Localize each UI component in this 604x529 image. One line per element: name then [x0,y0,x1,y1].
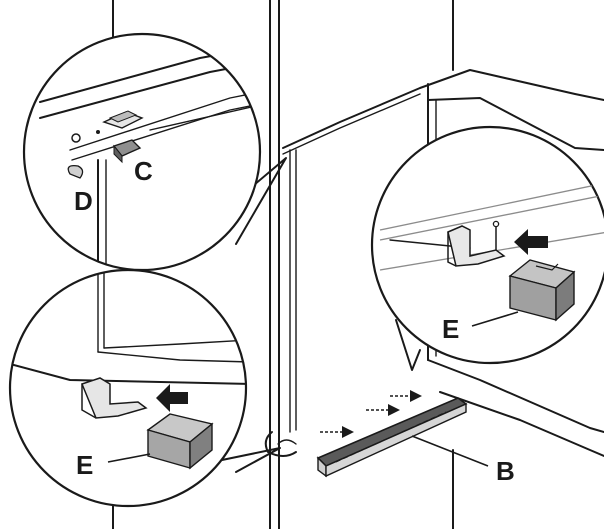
detail-circle-right-insert [370,125,604,365]
callout-connector-bottom-left [221,447,281,473]
label-d: D [74,186,93,216]
ventilation-strip [316,397,468,478]
leader-b [411,435,489,467]
callout-connector-right [395,319,421,371]
leader-e-left [107,453,151,463]
detail-circle-left-insert [8,268,248,508]
label-e-left: E [76,450,93,480]
insert-arrows [320,390,422,438]
leader-e-right [471,311,519,327]
label-e-right: E [442,314,459,344]
label-b: B [496,456,515,486]
label-c: C [134,156,153,186]
detail-circle-hinge [22,32,262,272]
